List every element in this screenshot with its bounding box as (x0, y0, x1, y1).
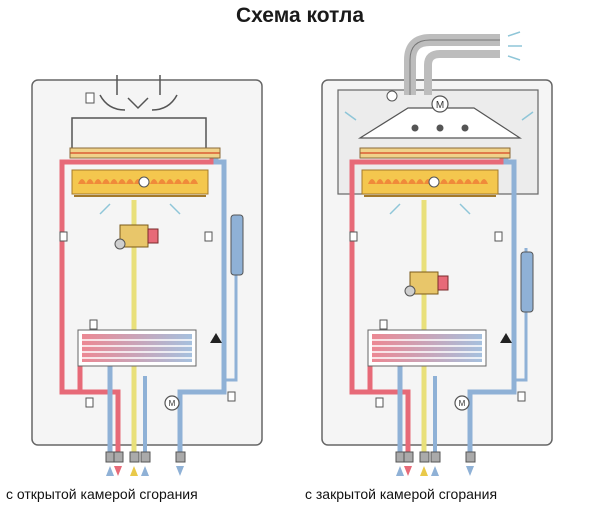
flow-pipe-hot (59, 152, 215, 395)
air-flow-arrows (99, 203, 181, 215)
draft-sensor-icon (85, 92, 95, 104)
expansion-tank (520, 251, 534, 313)
flow-direction-arrows (106, 466, 184, 476)
bottom-connectors (105, 451, 186, 463)
bottom-connectors (395, 451, 476, 463)
expansion-tank (230, 214, 244, 276)
boiler-closed-chamber: M (321, 31, 553, 476)
flow-pipe-hot (349, 152, 505, 395)
dhw-outlet-pipe (367, 354, 411, 456)
fan: M (357, 95, 523, 139)
pressure-switch-icon (386, 90, 398, 102)
boiler-open-chamber: M (31, 75, 263, 476)
return-pipe-cold (467, 152, 517, 456)
air-flow-arrows (344, 111, 534, 215)
burner (361, 169, 499, 197)
sensor-icons (349, 231, 526, 408)
svg-text:M: M (169, 399, 176, 408)
dhw-outlet-pipe (77, 354, 121, 456)
flow-direction-arrows (396, 466, 474, 476)
flue-gas-arrows (507, 31, 522, 61)
svg-text:M: M (436, 100, 444, 111)
gas-valve (114, 224, 159, 250)
burner (71, 169, 209, 197)
expansion-line (224, 230, 238, 382)
pump-icon (500, 333, 512, 343)
three-way-valve-motor-icon (164, 395, 180, 411)
svg-text:M: M (459, 399, 466, 408)
caption-open-chamber: с открытой камерой сгорания (6, 486, 198, 502)
dhw-heat-exchanger (77, 329, 197, 367)
three-way-valve-motor-icon (454, 395, 470, 411)
diagram-title: Схема котла (235, 4, 365, 27)
return-pipe-cold (177, 152, 227, 456)
gas-valve (404, 271, 449, 297)
caption-closed-chamber: с закрытой камерой сгорания (305, 486, 498, 502)
primary-heat-exchanger (359, 147, 511, 159)
coaxial-flue (386, 31, 522, 102)
dhw-heat-exchanger (367, 329, 487, 367)
draft-hood (71, 75, 207, 148)
sensor-icons (59, 231, 236, 408)
primary-heat-exchanger (69, 147, 221, 159)
pump-icon (210, 333, 222, 343)
